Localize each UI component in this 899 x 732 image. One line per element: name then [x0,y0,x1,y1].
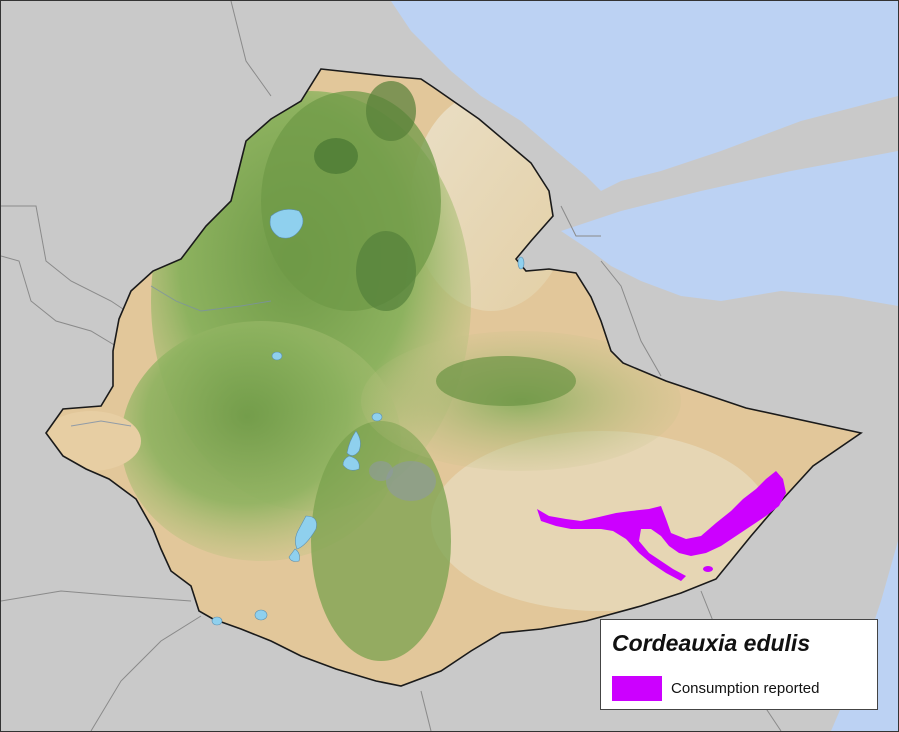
legend-title: Cordeauxia edulis [612,630,811,656]
lake-icon [371,412,383,422]
ethiopia-border [45,68,863,687]
gulf-of-aden [561,151,898,306]
lake-icon [517,256,525,270]
lake-icon [254,609,268,621]
lake-icon [295,515,317,550]
rivers [70,285,272,427]
indian-ocean [831,541,898,731]
lake-icon [211,616,223,626]
legend-swatch-consumption [612,676,662,701]
consumption-area-patch[interactable] [703,566,713,572]
consumption-area[interactable] [537,471,786,581]
legend-label-consumption: Consumption reported [671,680,820,697]
lake-icon [342,455,360,471]
lake-icon [269,209,304,239]
lake-icon [271,351,283,361]
map-legend: Cordeauxia edulis Consumption reported [600,619,878,710]
lake-icon [346,430,361,456]
lakes [211,209,525,626]
lake-icon [288,548,300,562]
red-sea [391,1,898,191]
